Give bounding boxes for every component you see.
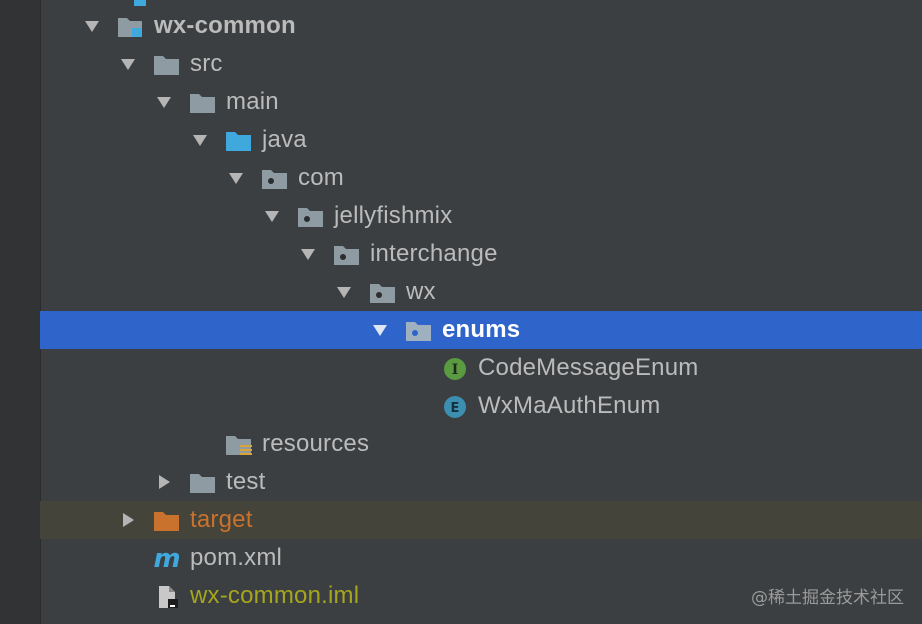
folder-icon (188, 471, 218, 495)
tree-item-enums[interactable]: enums (40, 311, 922, 349)
tree-item-label: src (190, 50, 223, 77)
tree-item-label: pom.xml (190, 544, 283, 571)
tree-item-main[interactable]: main (40, 83, 922, 121)
folder-icon (152, 53, 182, 77)
interface-icon: I (440, 357, 470, 381)
chevron-right-icon[interactable] (120, 512, 136, 528)
resources-folder-icon (224, 433, 254, 457)
tree-item-wx[interactable]: wx (40, 273, 922, 311)
package-folder-icon (368, 281, 398, 305)
tree-item-label: test (226, 468, 266, 495)
scrolled-item-stub (134, 0, 146, 6)
tree-item-interchange[interactable]: interchange (40, 235, 922, 273)
module-folder-icon (116, 15, 146, 39)
chevron-down-icon[interactable] (156, 94, 172, 110)
tree-item-com[interactable]: com (40, 159, 922, 197)
tree-item-label: wx (406, 278, 436, 305)
chevron-down-icon[interactable] (84, 18, 100, 34)
chevron-down-icon[interactable] (264, 208, 280, 224)
tree-item-label: WxMaAuthEnum (478, 392, 661, 419)
watermark: @稀土掘金技术社区 (751, 588, 904, 608)
tree-item-label: enums (442, 316, 521, 343)
interface-badge: I (452, 362, 459, 378)
source-root-folder-icon (224, 129, 254, 153)
package-folder-icon (404, 319, 434, 343)
folder-icon (188, 91, 218, 115)
chevron-down-icon[interactable] (228, 170, 244, 186)
tree-item-java[interactable]: java (40, 121, 922, 159)
package-folder-icon (296, 205, 326, 229)
tree-item-label: resources (262, 430, 370, 457)
iml-file-icon (152, 585, 182, 609)
tree-item-codemessageenum[interactable]: I CodeMessageEnum (40, 349, 922, 387)
chevron-down-icon[interactable] (336, 284, 352, 300)
chevron-down-icon[interactable] (192, 132, 208, 148)
chevron-down-icon[interactable] (372, 322, 388, 338)
excluded-folder-icon (152, 509, 182, 533)
tree-item-label: main (226, 88, 279, 115)
tree-item-wxmaauthenum[interactable]: E WxMaAuthEnum (40, 387, 922, 425)
tree-item-label: CodeMessageEnum (478, 354, 699, 381)
tree-item-target[interactable]: target (40, 501, 922, 539)
tree-item-wx-common-iml[interactable]: wx-common.iml (40, 577, 922, 615)
tree-item-label: wx-common.iml (190, 582, 360, 609)
package-folder-icon (332, 243, 362, 267)
tree-item-pom-xml[interactable]: m pom.xml (40, 539, 922, 577)
tree-item-label: target (190, 506, 253, 533)
tree-item-jellyfishmix[interactable]: jellyfishmix (40, 197, 922, 235)
enum-badge: E (451, 401, 460, 416)
tree-item-wx-common[interactable]: wx-common (40, 7, 922, 45)
tree-item-label: interchange (370, 240, 498, 267)
maven-icon: m (152, 547, 182, 571)
enum-icon: E (440, 395, 470, 419)
chevron-down-icon[interactable] (300, 246, 316, 262)
tree-item-resources[interactable]: resources (40, 425, 922, 463)
tree-item-src[interactable]: src (40, 45, 922, 83)
tree-item-label: jellyfishmix (334, 202, 453, 229)
tree-item-label: wx-common (154, 12, 296, 39)
tree-item-label: com (298, 164, 344, 191)
tree-item-label: java (262, 126, 307, 153)
tree-item-test[interactable]: test (40, 463, 922, 501)
package-folder-icon (260, 167, 290, 191)
maven-badge: m (153, 547, 180, 571)
chevron-down-icon[interactable] (120, 56, 136, 72)
chevron-right-icon[interactable] (156, 474, 172, 490)
